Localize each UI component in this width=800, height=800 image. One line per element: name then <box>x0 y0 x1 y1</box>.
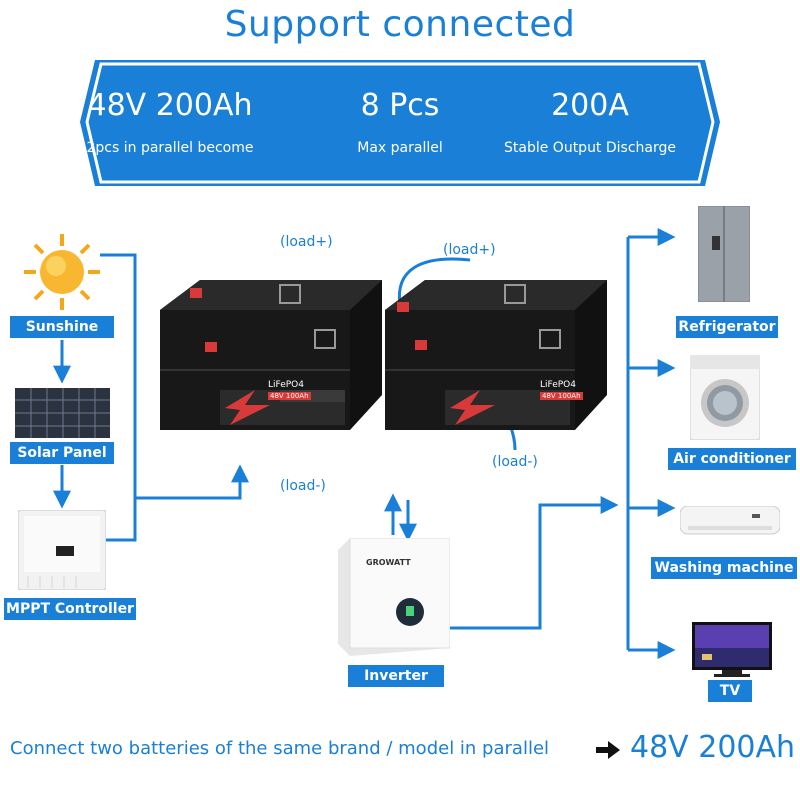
battery-label-chem-right: LiFePO4 <box>540 380 576 390</box>
page-title: Support connected <box>224 4 576 45</box>
banner-caption-current: Stable Output Discharge <box>504 140 676 156</box>
banner-value-current: 200A <box>551 88 629 123</box>
banner-caption-parallel: Max parallel <box>357 140 443 156</box>
refrigerator-icon <box>698 206 750 302</box>
banner-caption-capacity: 2pcs in parallel become <box>86 140 254 156</box>
inverter-brand: GROWATT <box>366 558 411 567</box>
air-conditioner-label: Air conditioner <box>668 448 796 470</box>
load-plus-left: (load+) <box>280 234 333 250</box>
mppt-controller-label: MPPT Controller <box>4 598 136 620</box>
battery-label-chem-left: LiFePO4 <box>268 380 304 390</box>
load-plus-right: (load+) <box>443 242 496 258</box>
air-conditioner-icon <box>680 506 780 535</box>
banner-value-capacity: 48V 200Ah <box>87 88 253 123</box>
sun-icon <box>24 234 100 310</box>
solar-panel-label: Solar Panel <box>10 442 114 464</box>
inverter-label: Inverter <box>348 665 444 687</box>
footer-value: 48V 200Ah <box>630 730 796 765</box>
solar-panel-icon <box>15 388 110 438</box>
arrow-right-icon <box>596 741 620 759</box>
battery-bank-right <box>385 280 607 430</box>
tv-icon <box>692 622 772 677</box>
battery-bank-left <box>160 280 382 430</box>
load-minus-right: (load-) <box>492 454 538 470</box>
battery-label-spec-left: 48V 100Ah <box>268 392 311 400</box>
inverter-icon <box>338 538 450 656</box>
mppt-controller-icon <box>18 510 106 590</box>
washing-machine-icon <box>690 355 760 440</box>
footer-text: Connect two batteries of the same brand … <box>10 738 550 759</box>
banner-value-parallel: 8 Pcs <box>360 88 440 123</box>
refrigerator-label: Refrigerator <box>676 316 778 338</box>
sunshine-label: Sunshine <box>10 316 114 338</box>
washing-machine-label: Washing machine <box>651 557 797 579</box>
battery-label-spec-right: 48V 100Ah <box>540 392 583 400</box>
load-minus-left: (load-) <box>280 478 326 494</box>
tv-label: TV <box>708 680 752 702</box>
